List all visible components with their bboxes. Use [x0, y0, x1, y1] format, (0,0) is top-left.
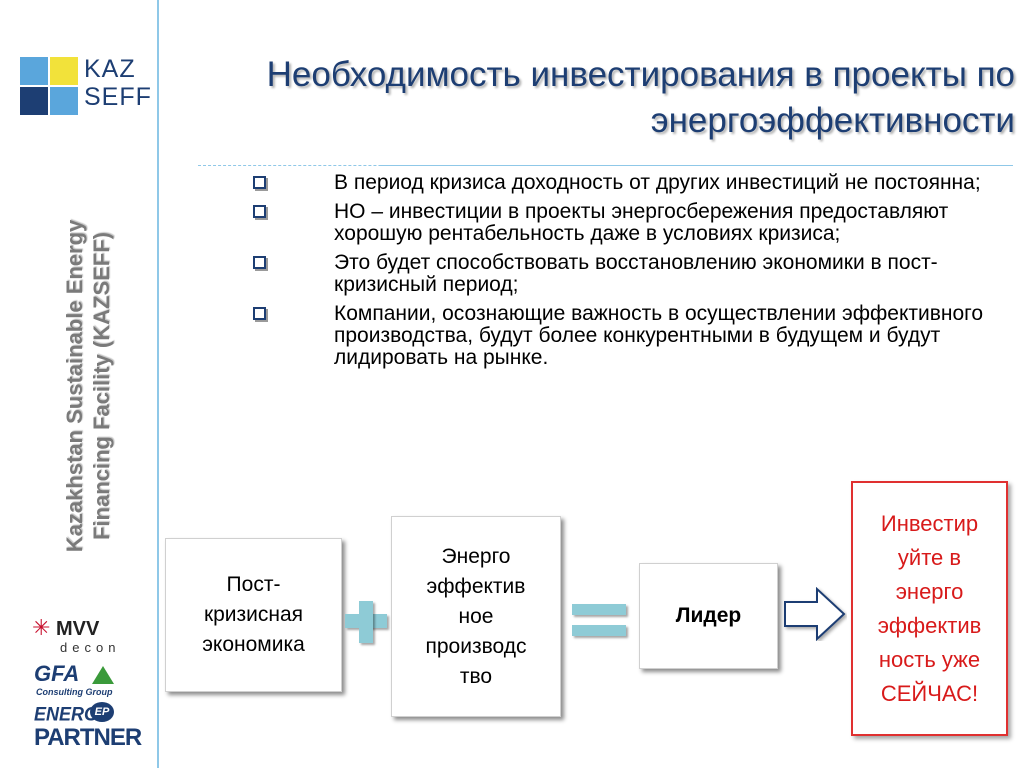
sidebar-vertical-text: Kazakhstan Sustainable Energy Financing …: [61, 220, 115, 553]
mvv-sub: decon: [60, 640, 121, 655]
box-line: кризисная: [203, 603, 304, 626]
ep-line2: PARTNER: [34, 724, 142, 751]
equals-icon: [572, 604, 626, 636]
box-line: экономика: [202, 633, 305, 656]
checkbox-bullet-icon: [253, 205, 266, 218]
list-item: Компании, осознающие важность в осуществ…: [240, 303, 1020, 369]
gfa-sub: Consulting Group: [36, 687, 113, 697]
list-item: НО – инвестиции в проекты энергосбережен…: [240, 201, 1020, 245]
post-crisis-economy-box: Пост- кризисная экономика: [165, 538, 342, 692]
bullet-text: НО – инвестиции в проекты энергосбережен…: [334, 200, 949, 245]
title-divider: [380, 165, 1013, 166]
box-line: тво: [459, 664, 493, 688]
sidebar-line1: Kazakhstan Sustainable Energy: [62, 219, 87, 553]
checkbox-bullet-icon: [253, 256, 266, 269]
bullet-text: В период кризиса доходность от других ин…: [334, 171, 981, 194]
kazseff-logo: KAZ SEFF: [20, 55, 151, 115]
logo-text: KAZ SEFF: [84, 55, 152, 111]
callout-line: Инвестир: [880, 510, 979, 536]
list-item: В период кризиса доходность от других ин…: [240, 172, 1020, 194]
callout-line: ность уже: [878, 646, 981, 672]
logo-line1: KAZ: [84, 55, 136, 83]
logo-square-navy: [20, 87, 48, 115]
gfa-logo: GFA Consulting Group: [34, 662, 118, 702]
gfa-name: GFA: [34, 661, 80, 686]
arrow-right-icon: [784, 587, 846, 641]
sidebar-line2: Financing Facility (KAZSEFF): [89, 232, 114, 541]
box-line: Лидер: [675, 604, 742, 627]
logo-square-blue: [20, 57, 48, 85]
ep-badge: EP: [90, 702, 114, 722]
logo-line2: SEFF: [84, 83, 152, 111]
box-line: производс: [425, 634, 527, 658]
title-line1: Необходимость инвестирования в проекты п…: [266, 55, 1015, 94]
callout-line: уйте в: [897, 544, 962, 570]
box-line: Пост-: [226, 573, 281, 596]
bullet-list: В период кризиса доходность от других ин…: [240, 172, 1020, 376]
list-item: Это будет способствовать восстановлению …: [240, 252, 1020, 296]
triangle-icon: [92, 666, 114, 684]
energy-efficient-production-box: Энерго эффектив ное производс тво: [391, 516, 561, 717]
page-title: Необходимость инвестирования в проекты п…: [165, 52, 1015, 144]
mvv-decon-logo: ✳ MVV decon: [26, 616, 116, 658]
star-burst-icon: ✳: [32, 615, 51, 640]
callout-line: СЕЙЧАС!: [880, 680, 979, 706]
checkbox-bullet-icon: [253, 307, 266, 320]
box-line: эффектив: [426, 574, 526, 598]
energy-partner-logo: ENERGY EP PARTNER: [32, 702, 142, 754]
logo-square-blue-2: [50, 87, 78, 115]
box-line: Энерго: [441, 544, 511, 568]
bullet-text: Компании, осознающие важность в осуществ…: [334, 302, 984, 369]
mvv-name: MVV: [56, 618, 100, 640]
plus-icon: [345, 601, 387, 643]
title-line2: энергоэффективности: [650, 101, 1015, 140]
box-line: ное: [458, 604, 494, 628]
logo-square-yellow: [50, 57, 78, 85]
leader-box: Лидер: [639, 563, 778, 669]
bullet-text: Это будет способствовать восстановлению …: [334, 251, 938, 296]
callout-line: эффектив: [877, 612, 982, 638]
sidebar-divider: [157, 0, 159, 768]
invest-now-callout: Инвестир уйте в энерго эффектив ность уж…: [851, 481, 1008, 736]
callout-line: энерго: [895, 578, 964, 604]
checkbox-bullet-icon: [253, 176, 266, 189]
